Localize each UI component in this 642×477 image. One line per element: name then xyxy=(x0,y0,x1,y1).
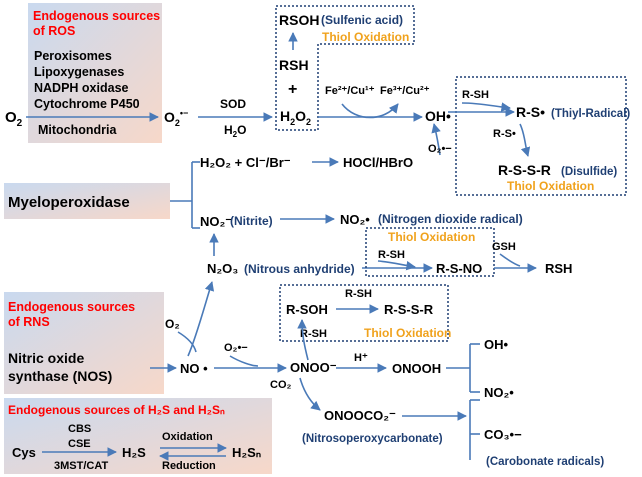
rsoh-label: RSOH xyxy=(279,12,319,28)
rns-title-line1: Endogenous sources xyxy=(8,300,135,314)
thiol-oxidation-1: Thiol Oxidation xyxy=(322,30,409,44)
fenton-left: Fe²⁺/Cu¹⁺ xyxy=(325,85,375,97)
ros-sources-box xyxy=(28,3,162,143)
box-rsoh: R-SOH xyxy=(286,302,328,317)
disulfide-label: (Disulfide) xyxy=(561,166,617,178)
ros-title-line2: of ROS xyxy=(33,24,75,38)
rns-title-line2: of RNS xyxy=(8,315,50,329)
h2o2-cl: H₂O₂ + Cl⁻/Br⁻ xyxy=(200,155,291,170)
cbs-label: CBS xyxy=(68,423,91,435)
mpo-box xyxy=(4,183,170,219)
superoxide-2: O₂•− xyxy=(428,143,452,155)
box-rsh-bottom: R-SH xyxy=(300,328,327,340)
onooh: ONOOH xyxy=(392,361,441,376)
h2o-label: H2O xyxy=(224,123,246,139)
fenton-right: Fe³⁺/Cu²⁺ xyxy=(380,85,430,97)
box-thiol: Thiol Oxidation xyxy=(364,326,451,340)
thiyl-rsh: R-SH xyxy=(462,89,489,101)
o2-label: O2 xyxy=(5,109,23,129)
thiol-oxidation-2: Thiol Oxidation xyxy=(507,179,594,193)
oxidation-label: Oxidation xyxy=(162,431,213,443)
h2s-title: Endogenous sources of H₂S and H₂Sₙ xyxy=(8,403,225,417)
h2s-label: H₂S xyxy=(122,445,146,460)
reduction-label: Reduction xyxy=(162,460,216,472)
rsno-thiol: Thiol Oxidation xyxy=(388,230,475,244)
h-plus: H⁺ xyxy=(354,352,368,364)
ros-source-1: Peroxisomes xyxy=(34,49,112,63)
n2o3-label: (Nitrous anhydride) xyxy=(244,262,355,276)
cys-label: Cys xyxy=(12,445,36,460)
sulfenic-box xyxy=(275,5,415,131)
onooco2: ONOOCO₂⁻ xyxy=(324,408,396,423)
thiyl-rs2: R-S• xyxy=(493,128,516,140)
nitrite: NO₂⁻ xyxy=(200,214,232,229)
co3-radical: CO₃•− xyxy=(484,427,522,442)
rsh-product: RSH xyxy=(545,261,572,276)
mst-label: 3MST/CAT xyxy=(54,460,108,472)
h2s-box xyxy=(4,398,272,474)
no-label: NO • xyxy=(180,361,208,376)
thiyl-rs-label: (Thiyl-Radical) xyxy=(551,108,630,120)
ros-mitochondria: Mitochondria xyxy=(38,123,118,137)
co2-label: CO₂ xyxy=(270,379,292,391)
co3-label: (Carobonate radicals) xyxy=(486,456,604,468)
no2-radical-label: (Nitrogen dioxide radical) xyxy=(378,212,523,226)
rsno-box xyxy=(365,227,495,277)
gsh: GSH xyxy=(492,241,516,253)
sod-label: SOD xyxy=(220,97,246,111)
nos-line1: Nitric oxide xyxy=(8,350,84,366)
hocl-label: HOCl/HBrO xyxy=(343,155,413,170)
plus-sign: + xyxy=(288,81,297,98)
ros-source-4: Cytochrome P450 xyxy=(34,97,140,111)
box-rssr: R-S-S-R xyxy=(384,302,434,317)
rsno-rsh: R-SH xyxy=(378,249,405,261)
onooco2-label: (Nitrosoperoxycarbonate) xyxy=(302,433,443,445)
box-rsh-top: R-SH xyxy=(345,288,372,300)
superoxide-3: O₂•− xyxy=(224,342,248,354)
rsoh-box xyxy=(279,284,449,342)
oh-radical: OH• xyxy=(425,108,451,124)
rsno: R-S-NO xyxy=(436,261,482,276)
no2-radical-2: NO₂• xyxy=(484,385,514,400)
oh-radical-2: OH• xyxy=(484,337,509,352)
rsh-label: RSH xyxy=(279,57,309,73)
ros-title-line1: Endogenous sources xyxy=(33,9,160,23)
ros-source-2: Lipoxygenases xyxy=(34,65,124,79)
no2-radical: NO₂• xyxy=(340,212,370,227)
thiyl-box xyxy=(455,76,627,196)
h2o2-label: H2O2 xyxy=(280,108,311,127)
rsoh-name: (Sulfenic acid) xyxy=(321,13,403,27)
mpo-label: Myeloperoxidase xyxy=(8,194,130,211)
nitrite-label: (Nitrite) xyxy=(230,214,273,228)
cse-label: CSE xyxy=(68,438,91,450)
superoxide-label: O2•− xyxy=(164,108,188,128)
h2sn-label: H₂Sₙ xyxy=(232,445,261,460)
n2o3: N₂O₃ xyxy=(207,261,238,276)
o2-nos: O₂ xyxy=(165,317,180,331)
thiyl-rs: R-S• xyxy=(516,104,545,120)
rns-box xyxy=(4,292,164,394)
disulfide: R-S-S-R xyxy=(498,162,551,178)
nos-line2: synthase (NOS) xyxy=(8,368,112,384)
ros-source-3: NADPH oxidase xyxy=(34,81,129,95)
peroxynitrite: ONOO⁻ xyxy=(290,360,337,375)
